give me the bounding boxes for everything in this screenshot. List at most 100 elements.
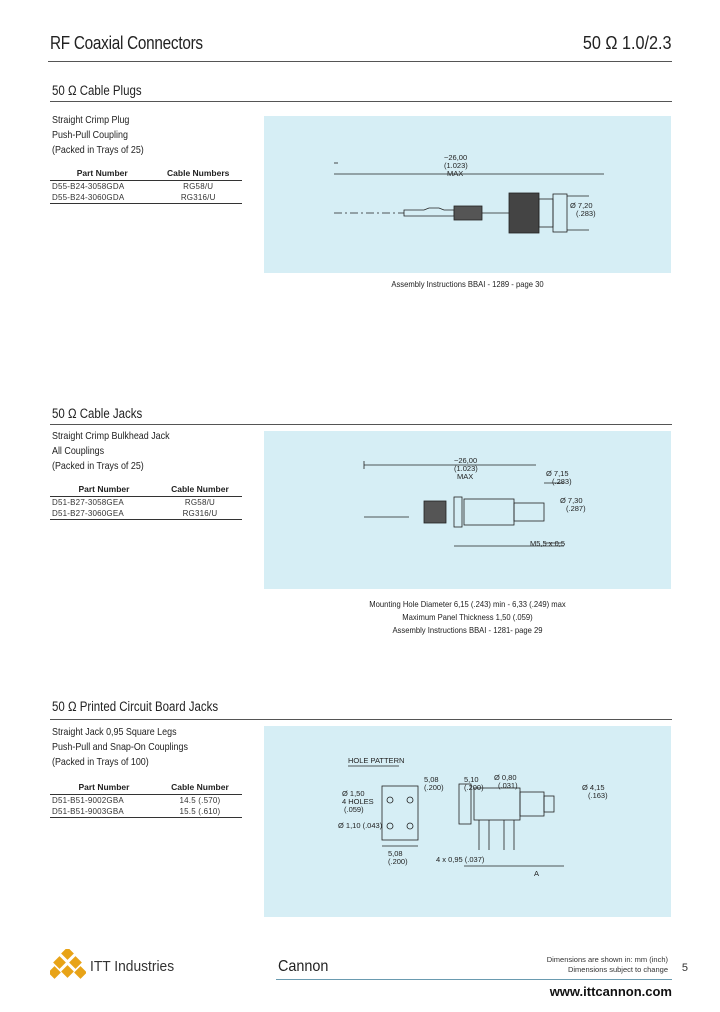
part-table: Part Number Cable Numbers D55-B24-3058GD…: [50, 166, 242, 204]
cable-number-cell: 15.5 (.610): [157, 806, 242, 818]
page-header-title: RF Coaxial Connectors: [50, 33, 203, 53]
pin-diameter-label: Ø 1,10 (.043): [338, 821, 383, 830]
brand-name: Cannon: [278, 958, 329, 975]
spacing-2-inch-label: (.200): [388, 857, 408, 866]
legs-label: 4 x 0,95 (.037): [436, 855, 485, 864]
section-divider: [50, 424, 672, 425]
cable-jack-drawing: ~26,00 (1.023) MAX Ø 7,15 (.283) Ø 7,30 …: [363, 456, 586, 548]
section-description: Straight Crimp Bulkhead Jack All Couplin…: [52, 429, 170, 474]
table-row: D51-B27-3058GEA RG58/U: [50, 497, 242, 509]
spacing-2-label: 5,08: [388, 849, 403, 858]
dim-diameter-1-inch-label: (.283): [552, 477, 572, 486]
section-description: Straight Crimp Plug Push-Pull Coupling (…: [52, 113, 144, 158]
description-line: Push-Pull and Snap-On Couplings: [52, 741, 188, 753]
section-title-cable-jacks: 50 Ω Cable Jacks: [52, 406, 143, 421]
description-line: (Packed in Trays of 100): [52, 756, 149, 768]
description-line: Straight Crimp Bulkhead Jack: [52, 430, 170, 442]
dimension-note-line: Dimensions subject to change: [567, 965, 668, 974]
dim-max-label: MAX: [457, 472, 473, 481]
part-number-cell: D51-B27-3058GEA: [52, 498, 124, 507]
itt-logo: [48, 947, 87, 990]
table-row: D51-B51-9003GBA 15.5 (.610): [50, 806, 242, 818]
table-row: D55-B24-3058GDA RG58/U: [50, 181, 242, 193]
spacing-1-label: 5,08: [424, 775, 439, 784]
part-number-cell: D51-B51-9002GBA: [52, 796, 124, 805]
dim-length-inch-label: (1.023): [444, 161, 468, 170]
footer-divider: [276, 979, 672, 980]
mounting-hole-caption: Mounting Hole Diameter 6,15 (.243) min -…: [369, 599, 566, 609]
hole-diameter-inch-label: (.059): [344, 805, 364, 814]
column-header: Part Number: [50, 780, 158, 795]
column-header: Part Number: [50, 166, 155, 181]
pcb-jack-drawing: HOLE PATTERN Ø 1,50 4 HOLES (.059) Ø 1,1…: [338, 756, 608, 878]
column-header: Cable Numbers: [154, 166, 242, 181]
part-number-cell: D55-B24-3060GDA: [50, 192, 155, 204]
description-line: Push-Pull Coupling: [52, 129, 128, 141]
table-row: D51-B51-9002GBA 14.5 (.570): [50, 795, 242, 807]
cable-number-cell: RG58/U: [184, 498, 215, 507]
assembly-caption: Assembly Instructions BBAI - 1289 - page…: [391, 279, 544, 289]
spacing-3-inch-label: (.200): [464, 783, 484, 792]
dim-diameter-1-label: Ø 7,15: [546, 469, 569, 478]
description-line: Straight Crimp Plug: [52, 114, 130, 126]
drawing-panel-cable-plug: ~26,00 (1.023) MAX Ø 7,20 (.283): [264, 116, 671, 273]
spacing-3-label: 5,10: [464, 775, 479, 784]
column-header: Cable Number: [157, 482, 242, 497]
dim-length-label: ~26,00: [454, 456, 477, 465]
column-header: Part Number: [50, 482, 158, 497]
hole-diameter-label: Ø 1,50: [342, 789, 365, 798]
pin-dia-label: Ø 0,80: [494, 773, 517, 782]
thread-label: M5,5 x 0,5: [530, 539, 565, 548]
cable-number-cell: 14.5 (.570): [179, 796, 221, 805]
body-diameter-inch-label: (.163): [588, 791, 608, 800]
table-header-row: Part Number Cable Number: [50, 482, 242, 497]
table-row: D55-B24-3060GDA RG316/U: [50, 192, 242, 204]
body-diameter-label: Ø 4,15: [582, 783, 605, 792]
dim-diameter-inch-label: (.283): [576, 209, 596, 218]
dimension-note: Dimensions are shown in: mm (inch) Dimen…: [547, 955, 668, 975]
description-line: (Packed in Trays of 25): [52, 144, 144, 156]
part-number-cell: D51-B51-9003GBA: [50, 806, 158, 818]
drawing-panel-cable-jack: ~26,00 (1.023) MAX Ø 7,15 (.283) Ø 7,30 …: [264, 431, 671, 589]
dim-diameter-2-inch-label: (.287): [566, 504, 586, 513]
page-header-series: 50 Ω 1.0/2.3: [583, 33, 672, 53]
part-table: Part Number Cable Number D51-B51-9002GBA…: [50, 780, 242, 818]
company-name: ITT Industries: [90, 958, 175, 975]
cable-number-cell: RG316/U: [157, 508, 242, 520]
cable-plug-drawing: ~26,00 (1.023) MAX Ø 7,20 (.283): [334, 153, 604, 234]
part-number-cell: D55-B24-3058GDA: [52, 182, 125, 191]
section-title-pcb-jacks: 50 Ω Printed Circuit Board Jacks: [52, 699, 219, 714]
header-divider: [48, 61, 672, 62]
dim-a-label: A: [534, 869, 539, 878]
cable-number-cell: RG316/U: [154, 192, 242, 204]
spacing-1-inch-label: (.200): [424, 783, 444, 792]
description-line: All Couplings: [52, 445, 105, 457]
dimension-note-line: Dimensions are shown in: mm (inch): [546, 955, 668, 964]
part-table: Part Number Cable Number D51-B27-3058GEA…: [50, 482, 242, 520]
description-line: Straight Jack 0,95 Square Legs: [52, 726, 177, 738]
part-number-cell: D51-B27-3060GEA: [50, 508, 158, 520]
table-header-row: Part Number Cable Numbers: [50, 166, 242, 181]
drawing-panel-pcb-jack: HOLE PATTERN Ø 1,50 4 HOLES (.059) Ø 1,1…: [264, 726, 671, 917]
section-divider: [50, 719, 672, 720]
dim-diameter-2-label: Ø 7,30: [560, 496, 583, 505]
description-line: (Packed in Trays of 25): [52, 460, 144, 472]
table-row: D51-B27-3060GEA RG316/U: [50, 508, 242, 520]
section-divider: [50, 101, 672, 102]
dim-length-label: ~26,00: [444, 153, 467, 162]
dim-max-label: MAX: [447, 169, 463, 178]
dim-diameter-label: Ø 7,20: [570, 201, 593, 210]
hole-count-label: 4 HOLES: [342, 797, 374, 806]
section-description: Straight Jack 0,95 Square Legs Push-Pull…: [52, 725, 188, 770]
section-title-cable-plugs: 50 Ω Cable Plugs: [52, 83, 142, 98]
cable-number-cell: RG58/U: [183, 182, 214, 191]
table-header-row: Part Number Cable Number: [50, 780, 242, 795]
pin-dia-inch-label: (.031): [498, 781, 518, 790]
itt-logo-icon: [48, 947, 87, 979]
panel-thickness-caption: Maximum Panel Thickness 1,50 (.059): [402, 612, 533, 622]
website-link[interactable]: www.ittcannon.com: [549, 984, 672, 999]
page-number: 5: [681, 962, 688, 974]
assembly-caption: Assembly Instructions BBAI - 1281- page …: [392, 625, 543, 635]
dim-length-inch-label: (1.023): [454, 464, 478, 473]
column-header: Cable Number: [157, 780, 242, 795]
